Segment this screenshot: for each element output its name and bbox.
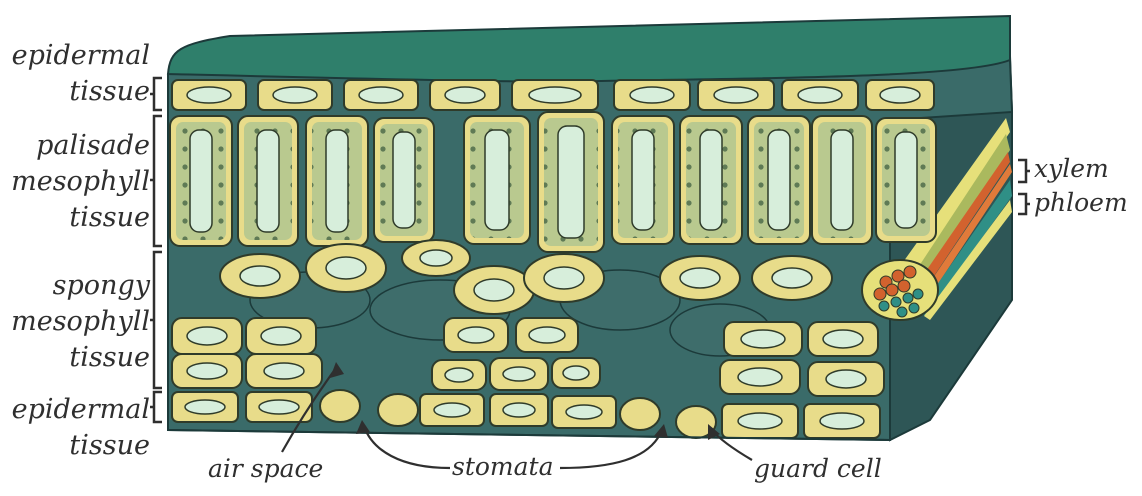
label-air-space: air space <box>208 454 324 483</box>
label-spongy: spongy mesophyll tissue <box>0 268 150 376</box>
label-phloem: phloem <box>1034 188 1128 217</box>
top-epidermis-cells <box>171 79 935 111</box>
leaf-bottom-edge <box>167 429 891 441</box>
label-line: epidermal <box>11 40 150 71</box>
stomata-arrow-right <box>559 429 664 470</box>
label-line: tissue <box>69 76 150 107</box>
spongy-cells <box>171 239 885 397</box>
label-epidermal-top: epidermal tissue <box>0 38 150 110</box>
label-line: tissue <box>69 202 150 233</box>
label-arrows <box>281 367 753 470</box>
vascular-bundle <box>861 259 939 321</box>
label-guard-cell: guard cell <box>754 454 882 483</box>
label-line: palisade <box>36 130 150 161</box>
palisade-cells <box>169 111 937 253</box>
vascular-brackets <box>1018 158 1030 216</box>
label-stomata: stomata <box>452 452 554 481</box>
tissue-brackets <box>150 76 162 424</box>
label-line: mesophyll <box>11 166 150 197</box>
stomata-arrow-left <box>362 425 451 470</box>
leaf-top-surface <box>166 14 1011 84</box>
label-palisade: palisade mesophyll tissue <box>0 128 150 236</box>
label-line: tissue <box>69 342 150 373</box>
label-line: spongy <box>52 270 150 301</box>
vascular-bundle-stripes <box>886 118 1012 320</box>
label-epidermal-bottom: epidermal tissue <box>0 392 150 464</box>
label-line: epidermal <box>11 394 150 425</box>
label-line: mesophyll <box>11 306 150 337</box>
bottom-epidermis-cells <box>171 389 881 439</box>
label-xylem: xylem <box>1034 154 1109 183</box>
guard-cells <box>319 389 717 439</box>
arrow-heads <box>330 362 720 440</box>
air-space-arrow <box>281 367 337 453</box>
label-line: tissue <box>69 430 150 461</box>
